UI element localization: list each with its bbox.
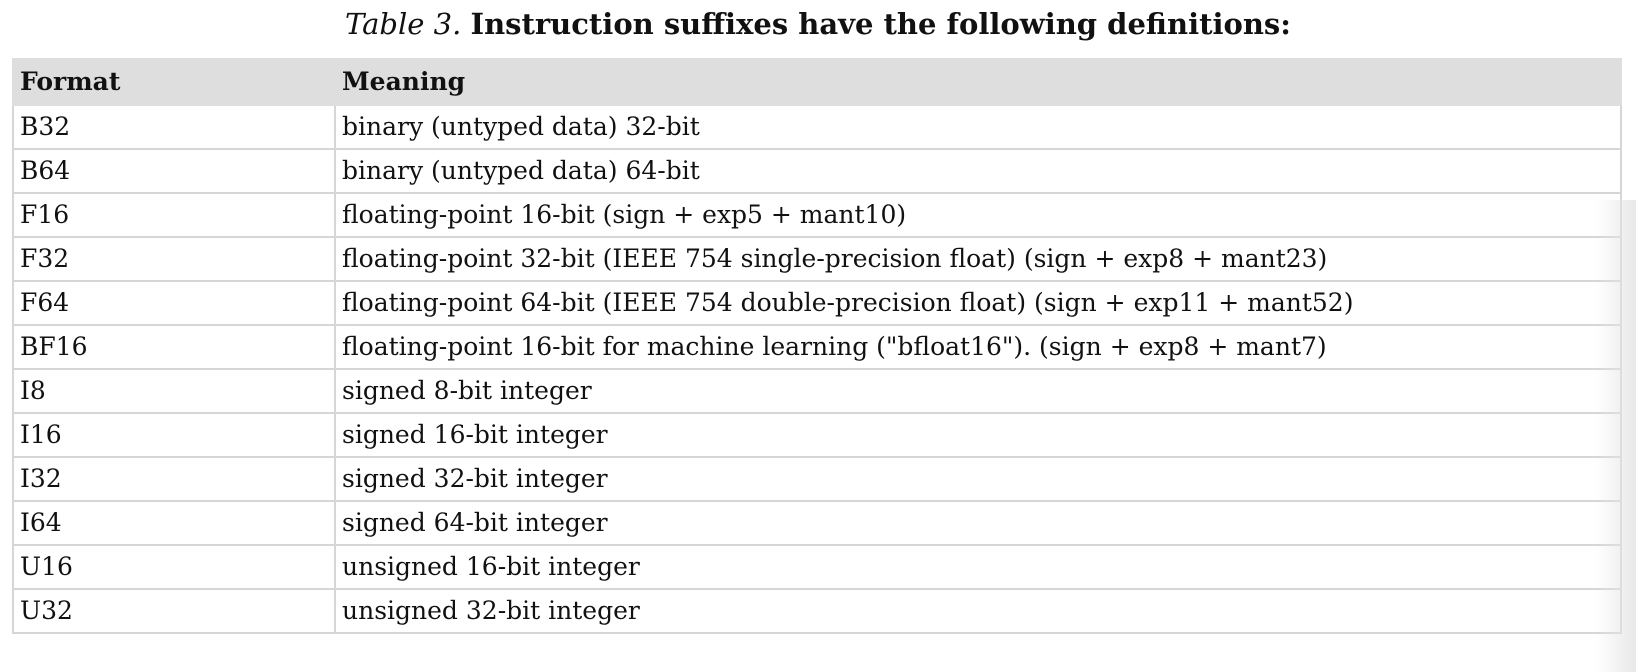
format-cell: F32	[12, 236, 336, 282]
column-header-meaning: Meaning	[334, 58, 1622, 106]
format-cell: B32	[12, 104, 336, 150]
table-row: F16 floating-point 16-bit (sign + exp5 +…	[12, 192, 1622, 238]
column-header-format: Format	[12, 58, 336, 106]
table-row: F32 floating-point 32-bit (IEEE 754 sing…	[12, 236, 1622, 282]
meaning-cell: floating-point 16-bit for machine learni…	[334, 324, 1622, 370]
table-caption: Table 3. Instruction suffixes have the f…	[0, 2, 1636, 46]
format-cell: B64	[12, 148, 336, 194]
format-cell: I8	[12, 368, 336, 414]
table-row: U32 unsigned 32-bit integer	[12, 588, 1622, 634]
meaning-cell: signed 64-bit integer	[334, 500, 1622, 546]
table-body: B32 binary (untyped data) 32-bit B64 bin…	[12, 104, 1622, 634]
table-row: I8 signed 8-bit integer	[12, 368, 1622, 414]
format-cell: F16	[12, 192, 336, 238]
format-cell: I64	[12, 500, 336, 546]
meaning-cell: signed 32-bit integer	[334, 456, 1622, 502]
table-row: F64 floating-point 64-bit (IEEE 754 doub…	[12, 280, 1622, 326]
meaning-cell: binary (untyped data) 64-bit	[334, 148, 1622, 194]
meaning-cell: binary (untyped data) 32-bit	[334, 104, 1622, 150]
table-header: Format Meaning	[12, 58, 1622, 106]
format-cell: BF16	[12, 324, 336, 370]
table-caption-label: Table 3.	[345, 7, 462, 41]
meaning-cell: signed 8-bit integer	[334, 368, 1622, 414]
meaning-cell: signed 16-bit integer	[334, 412, 1622, 458]
table-row: B32 binary (untyped data) 32-bit	[12, 104, 1622, 150]
format-cell: U16	[12, 544, 336, 590]
meaning-cell: unsigned 16-bit integer	[334, 544, 1622, 590]
meaning-cell: unsigned 32-bit integer	[334, 588, 1622, 634]
table-header-row: Format Meaning	[12, 58, 1622, 106]
table-row: I32 signed 32-bit integer	[12, 456, 1622, 502]
format-cell: U32	[12, 588, 336, 634]
meaning-cell: floating-point 32-bit (IEEE 754 single-p…	[334, 236, 1622, 282]
table-row: BF16 floating-point 16-bit for machine l…	[12, 324, 1622, 370]
table-row: I64 signed 64-bit integer	[12, 500, 1622, 546]
table-row: I16 signed 16-bit integer	[12, 412, 1622, 458]
format-cell: I16	[12, 412, 336, 458]
format-cell: I32	[12, 456, 336, 502]
table-row: B64 binary (untyped data) 64-bit	[12, 148, 1622, 194]
format-cell: F64	[12, 280, 336, 326]
suffix-table: Format Meaning B32 binary (untyped data)…	[12, 58, 1622, 634]
table-caption-text: Instruction suffixes have the following …	[470, 7, 1291, 41]
table-row: U16 unsigned 16-bit integer	[12, 544, 1622, 590]
meaning-cell: floating-point 64-bit (IEEE 754 double-p…	[334, 280, 1622, 326]
meaning-cell: floating-point 16-bit (sign + exp5 + man…	[334, 192, 1622, 238]
suffix-table-container: Format Meaning B32 binary (untyped data)…	[12, 58, 1622, 634]
